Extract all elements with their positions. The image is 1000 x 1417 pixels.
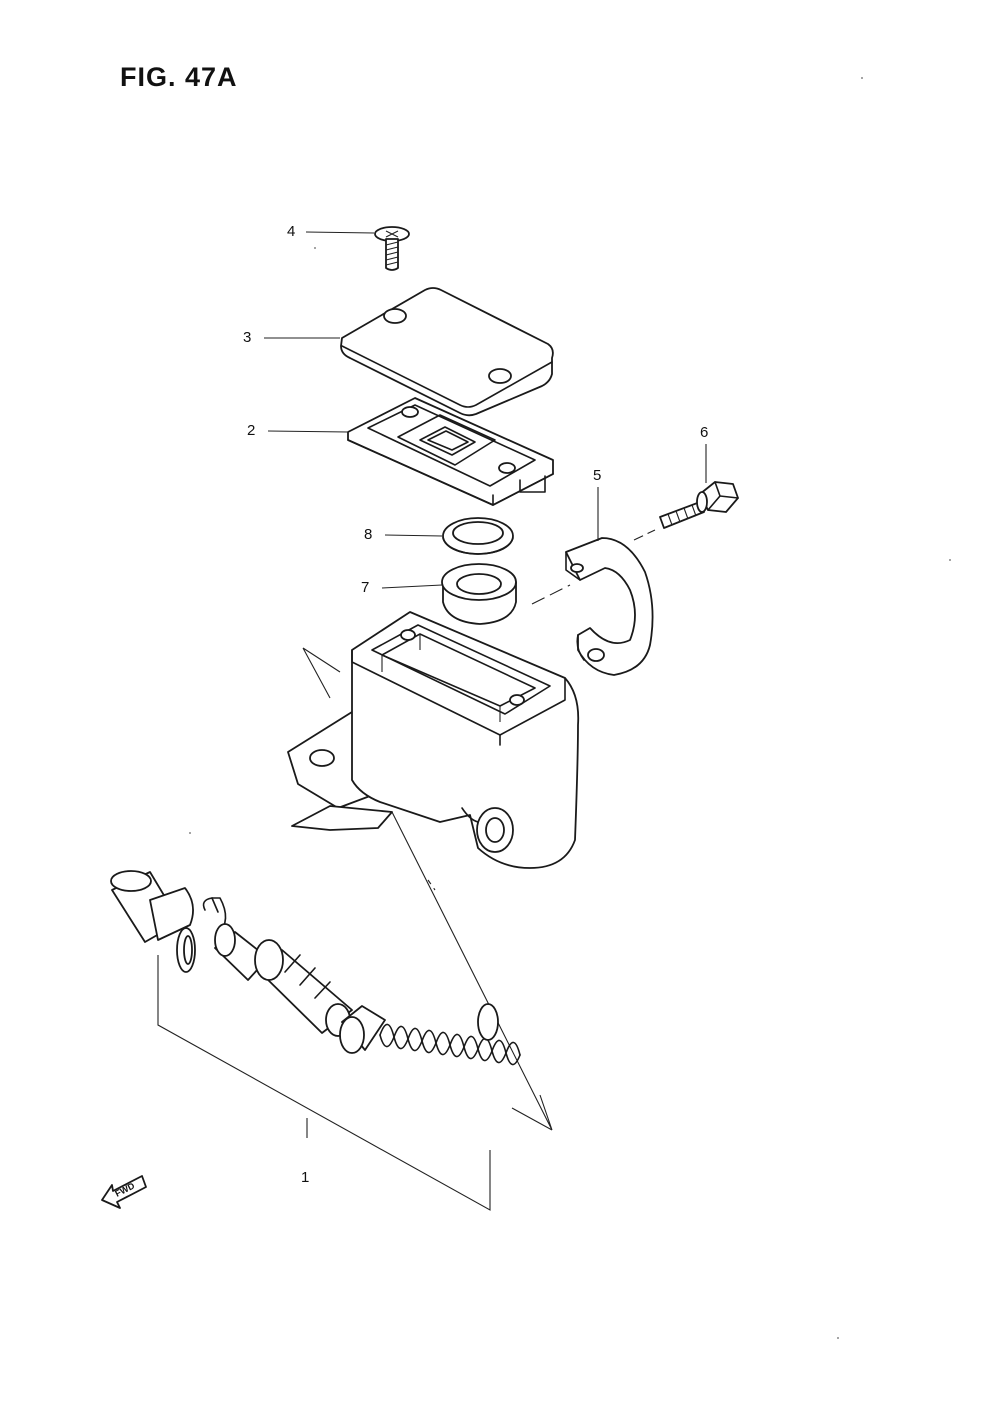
callout-label-7: 7	[361, 579, 369, 596]
master-cylinder-body[interactable]	[287, 611, 580, 869]
callout-6: 6	[700, 424, 708, 483]
callout-1: 1	[301, 1169, 309, 1186]
callout-label-2: 2	[247, 422, 255, 439]
callout-label-5: 5	[593, 467, 601, 484]
callout-4: 4	[287, 223, 375, 240]
callout-2: 2	[247, 422, 349, 439]
part-5-handlebar-clamp[interactable]	[565, 537, 654, 676]
callout-5: 5	[593, 467, 601, 541]
callout-label-8: 8	[364, 526, 372, 543]
part-8-ring-gasket[interactable]	[442, 517, 514, 555]
assembly-guide-lines	[302, 529, 656, 1131]
part-7-seal-cup[interactable]	[441, 563, 517, 625]
scan-specks	[189, 77, 951, 1339]
callout-label-3: 3	[243, 329, 251, 346]
callout-label-6: 6	[700, 424, 708, 441]
callout-8: 8	[364, 526, 443, 543]
callout-3: 3	[243, 329, 340, 346]
callout-label-1: 1	[301, 1169, 309, 1186]
part-6-bolt[interactable]	[659, 481, 739, 529]
callout-7: 7	[361, 579, 443, 596]
part-4-screw[interactable]	[374, 226, 410, 271]
part-2-diaphragm-plate[interactable]	[347, 397, 554, 506]
callout-label-4: 4	[287, 223, 295, 240]
part-3-reservoir-cap[interactable]	[340, 287, 554, 417]
fwd-arrow-icon: FWD	[101, 1175, 147, 1209]
figure-title: FIG. 47A	[120, 62, 238, 92]
part-1-piston-kit[interactable]	[110, 870, 521, 1211]
